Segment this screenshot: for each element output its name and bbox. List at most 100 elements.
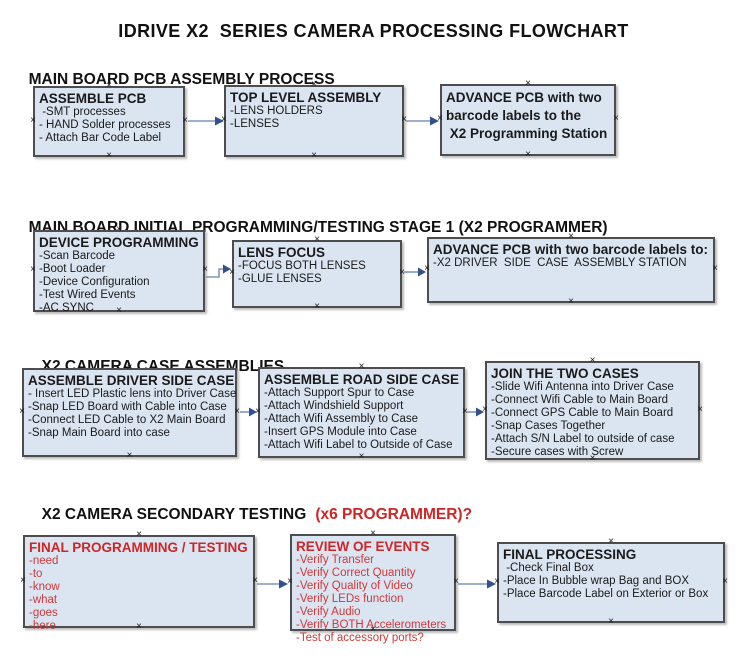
box-title: JOIN THE TWO CASES [491, 366, 639, 381]
connection-anchor-icon [720, 577, 730, 587]
box-title: ASSEMBLE DRIVER SIDE CASE [28, 373, 235, 388]
connector-arrow [206, 264, 231, 278]
section-heading-secondary-testing: X2 CAMERA SECONDARY TESTING (x6 PROGRAMME… [33, 488, 472, 524]
connection-anchor-icon [134, 530, 144, 540]
box-item: -Connect LED Cable to X2 Main Board [28, 414, 226, 426]
connection-anchor-icon [17, 407, 27, 417]
section-heading-text: X2 CAMERA SECONDARY TESTING [41, 506, 307, 523]
connection-anchor-icon [480, 405, 490, 415]
box-item: -Verify Audio [296, 606, 361, 618]
box-item: -Test of accessory ports? [296, 632, 424, 644]
box-item: -Attach Windshield Support [264, 400, 404, 412]
box-item: -here [29, 620, 56, 632]
box-title-line: X2 Programming Station [446, 126, 608, 141]
box-item: -Attach Wifi Assembly to Case [264, 413, 419, 425]
connection-anchor-icon [397, 268, 407, 278]
box-item: -Place In Bubble wrap Bag and BOX [503, 575, 690, 587]
box-item: -LENSES [230, 118, 280, 130]
box-title: ASSEMBLE PCB [39, 91, 147, 106]
connection-anchor-icon [523, 150, 533, 160]
flow-box-review-of-events: REVIEW OF EVENTS -Verify Transfer -Verif… [290, 534, 456, 644]
box-item: -Attach Support Spur to Case [264, 387, 415, 399]
box-item: - Attach Bar Code Label [39, 132, 162, 144]
connection-anchor-icon [357, 362, 367, 372]
flow-box-advance-pcb-to-programming-station: ADVANCE PCB with two barcode labels to t… [440, 84, 616, 156]
connection-anchor-icon [104, 151, 114, 161]
connector-arrow [240, 407, 257, 417]
box-item: -goes [29, 607, 58, 619]
flow-box-assemble-road-side-case: ASSEMBLE ROAD SIDE CASE -Attach Support … [258, 367, 465, 458]
connector-arrow [188, 116, 224, 126]
box-title: DEVICE PROGRAMMING [39, 235, 199, 250]
box-item: -GLUE LENSES [238, 273, 322, 285]
flow-box-top-level-assembly: TOP LEVEL ASSEMBLY -LENS HOLDERS -LENSES [224, 85, 404, 157]
box-item: -Snap Main Board into case [28, 427, 170, 439]
connection-anchor-icon [232, 407, 242, 417]
connection-anchor-icon [200, 265, 210, 275]
connection-anchor-icon [125, 451, 135, 461]
box-item: -Test Wired Events [39, 289, 136, 301]
flow-box-join-the-two-cases: JOIN THE TWO CASES -Slide Wifi Antenna i… [485, 361, 700, 460]
flow-box-lens-focus: LENS FOCUS -FOCUS BOTH LENSES -GLUE LENS… [232, 240, 402, 308]
connection-anchor-icon [710, 264, 720, 274]
box-item: -know [29, 581, 60, 593]
connection-anchor-icon [566, 297, 576, 307]
box-title-line: ADVANCE PCB with two [446, 90, 602, 105]
box-item: -Connect Wifi Cable to Main Board [491, 394, 669, 406]
box-item: -Place Barcode Label on Exterior or Box [503, 588, 709, 600]
box-title: ADVANCE PCB with two barcode labels to: [433, 242, 709, 257]
box-item: -Scan Barcode [39, 250, 116, 262]
box-item: -AC SYNC [39, 302, 94, 314]
connector-arrow [257, 579, 288, 589]
box-item: -Verify Transfer [296, 554, 374, 566]
connection-anchor-icon [399, 115, 409, 125]
box-item: -Snap LED Board with Cable into Case [28, 401, 227, 413]
connection-anchor-icon [28, 265, 38, 275]
connection-anchor-icon [606, 617, 616, 627]
box-item: -X2 DRIVER SIDE CASE ASSEMBLY STATION [433, 257, 687, 269]
connection-anchor-icon [309, 151, 319, 161]
box-title: ASSEMBLE ROAD SIDE CASE [264, 372, 460, 387]
box-item: -Snap Cases Together [491, 420, 606, 432]
flow-box-advance-pcb-to-case-assembly: ADVANCE PCB with two barcode labels to: … [427, 237, 715, 303]
connection-anchor-icon [18, 576, 28, 586]
box-title-line: barcode labels to the [446, 108, 582, 123]
connection-anchor-icon [368, 529, 378, 539]
box-item: -Device Configuration [39, 276, 150, 288]
connection-anchor-icon [606, 537, 616, 547]
connection-anchor-icon [253, 407, 263, 417]
connection-anchor-icon [227, 268, 237, 278]
connector-arrow [404, 267, 426, 277]
connection-anchor-icon [492, 577, 502, 587]
box-item: - Insert LED Plastic lens into Driver Ca… [28, 388, 237, 400]
section-heading-red-text: (x6 PROGRAMMER)? [315, 506, 473, 523]
page-title: IDRIVE X2 SERIES CAMERA PROCESSING FLOWC… [118, 21, 629, 41]
connection-anchor-icon [312, 302, 322, 312]
box-item: -Insert GPS Module into Case [264, 426, 417, 438]
connection-anchor-icon [451, 577, 461, 587]
box-title: FINAL PROGRAMMING / TESTING [29, 540, 248, 555]
flow-box-assemble-pcb: ASSEMBLE PCB -SMT processes - HAND Solde… [33, 86, 185, 157]
connection-anchor-icon [219, 115, 229, 125]
box-item: -Verify Correct Quantity [296, 567, 416, 579]
connector-arrow [467, 407, 484, 417]
connection-anchor-icon [357, 452, 367, 462]
connection-anchor-icon [422, 264, 432, 274]
box-item: -Verify BOTH Accelerometers [296, 619, 447, 631]
flow-box-final-processing: FINAL PROCESSING -Check Final Box -Place… [497, 542, 725, 623]
box-item: -FOCUS BOTH LENSES [238, 260, 366, 272]
box-item: -Connect GPS Cable to Main Board [491, 407, 674, 419]
connection-anchor-icon [611, 114, 621, 124]
box-item: -Slide Wifi Antenna into Driver Case [491, 381, 674, 393]
flow-box-assemble-driver-side-case: ASSEMBLE DRIVER SIDE CASE - Insert LED P… [22, 368, 237, 457]
box-item: -Attach Wifi Label to Outside of Case [264, 439, 453, 451]
connection-anchor-icon [460, 407, 470, 417]
connector-arrow [458, 579, 496, 589]
connection-anchor-icon [588, 356, 598, 366]
connection-anchor-icon [285, 577, 295, 587]
box-item: -Check Final Box [503, 562, 594, 574]
box-item: -Verify Quality of Video [296, 580, 413, 592]
connection-anchor-icon [28, 116, 38, 126]
connector-arrow [406, 116, 439, 126]
section-heading-pcb-assembly: MAIN BOARD PCB ASSEMBLY PROCESS [20, 53, 335, 89]
